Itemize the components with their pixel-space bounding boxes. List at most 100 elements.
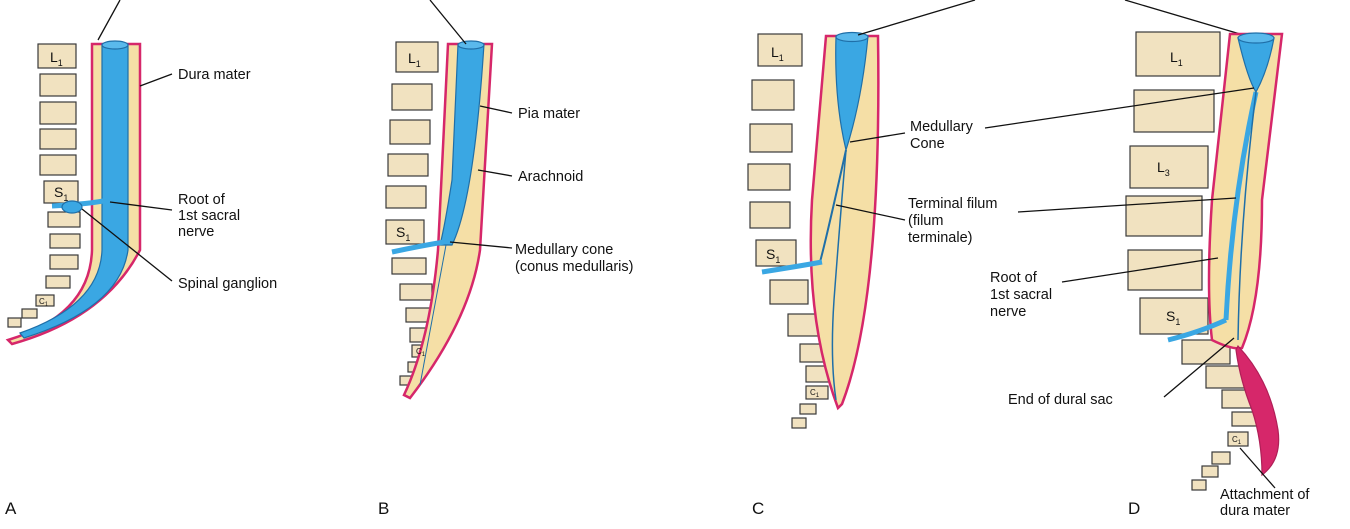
sacral-nerve-root-b: [391, 239, 445, 255]
vertebra: [1133, 89, 1215, 133]
vertebra-label-l1-a: L1: [50, 49, 63, 68]
vertebral-column-a: [7, 43, 81, 328]
spinal-ganglion-a: [61, 200, 83, 214]
vertebra: [391, 257, 427, 275]
leader: [449, 241, 513, 249]
vertebra: [385, 185, 427, 209]
vertebra-l3-d: [1129, 145, 1209, 189]
cord-cross-section-b: [457, 40, 485, 50]
vertebra-label-c1-b: C1: [416, 347, 426, 358]
vertebra: [1191, 479, 1207, 491]
label-end-of-dural-sac: End of dural sac: [1008, 392, 1113, 408]
panel-letter-a: A: [5, 499, 17, 518]
vertebra: [1211, 451, 1231, 465]
vertebra-s1-c: [755, 239, 797, 267]
label-root-sacral-nerve-d-2: 1st sacral: [990, 287, 1052, 303]
panel-c: L1 S1 C1 Medullary Cone Terminal filum (…: [747, 0, 1241, 518]
vertebra: [391, 83, 433, 111]
vertebra: [21, 308, 38, 319]
vertebra-label-s1-b: S1: [396, 224, 410, 243]
vertebra-s1-b: [385, 219, 425, 245]
vertebral-column-b: [385, 41, 439, 386]
panel-b: L1 S1 C1 Pia mater Arachnoid Medullary c…: [378, 0, 633, 518]
cord-cross-section-a: [101, 40, 129, 50]
vertebra: [47, 211, 81, 228]
leader: [81, 208, 173, 282]
vertebra: [7, 317, 22, 328]
vertebra: [49, 254, 79, 270]
vertebra: [747, 163, 791, 191]
leader: [835, 204, 906, 221]
vertebra-label-l3-d: L3: [1157, 159, 1170, 178]
vertebra-c1-a: [35, 294, 55, 307]
leader: [479, 105, 513, 114]
leader: [1124, 0, 1241, 35]
label-medullary-cone-b-2: (conus medullaris): [515, 259, 633, 275]
panel-d: L1 L3 S1 C1 Root of 1st sacral nerve End…: [984, 31, 1310, 519]
leader: [139, 73, 173, 87]
vertebra: [39, 128, 77, 150]
leader: [1239, 447, 1276, 489]
vertebra: [749, 123, 793, 153]
leader: [1163, 337, 1235, 398]
sacral-nerve-root-c: [761, 259, 823, 275]
vertebra: [45, 275, 71, 289]
vertebra: [389, 119, 431, 145]
filum-terminale-c: [831, 149, 847, 401]
label-pia-mater: Pia mater: [518, 106, 580, 122]
vertebra-c1-d: [1227, 431, 1249, 447]
filum-of-dura-d: [1235, 344, 1280, 477]
vertebra: [39, 154, 77, 176]
vertebra: [749, 201, 791, 229]
sacral-nerve-root-d: [1167, 317, 1228, 343]
leader: [1061, 257, 1219, 283]
panel-letter-b: B: [378, 499, 389, 518]
vertebra-label-c1-a: C1: [39, 297, 49, 308]
vertebra-l1-d: [1135, 31, 1221, 77]
vertebra: [799, 403, 817, 415]
label-terminal-filum-2: (filum: [908, 213, 943, 229]
label-terminal-filum-3: terminale): [908, 230, 972, 246]
leader: [857, 0, 976, 36]
label-root-sacral-nerve-a-2: 1st sacral: [178, 208, 240, 224]
vertebra-label-s1-d: S1: [1166, 308, 1180, 327]
vertebra: [39, 101, 77, 125]
panel-a: L1 S1 C1 Dura mater Root of 1st sacral n…: [5, 0, 277, 518]
vertebra-l1-a: [37, 43, 77, 69]
label-spinal-ganglion: Spinal ganglion: [178, 276, 277, 292]
vertebra-label-c1-d: C1: [1232, 435, 1242, 446]
vertebral-column-c: [747, 33, 833, 429]
vertebra-l1-c: [757, 33, 803, 67]
label-arachnoid: Arachnoid: [518, 169, 583, 185]
vertebra: [791, 417, 807, 429]
label-dura-mater: Dura mater: [178, 67, 251, 83]
leader: [429, 0, 467, 45]
label-root-sacral-nerve-d-3: nerve: [990, 304, 1026, 320]
spinal-cord-a: [19, 43, 129, 339]
spinal-cord-b: [439, 43, 485, 246]
vertebra-label-l1-b: L1: [408, 50, 421, 69]
vertebra: [1201, 465, 1219, 478]
nerve-roots-d: [1223, 91, 1259, 321]
vertebra-label-c1-c: C1: [810, 388, 820, 399]
filum-b: [419, 244, 447, 386]
vertebra-label-l1-d: L1: [1170, 49, 1183, 68]
leader: [1017, 197, 1237, 213]
filum-terminale-d: [1237, 91, 1257, 341]
label-medullary-cone-c-1: Medullary: [910, 119, 974, 135]
label-attachment-dura-2: dura mater: [1220, 503, 1290, 519]
spinal-cord-c: [835, 35, 869, 153]
vertebra: [399, 283, 433, 301]
label-medullary-cone-c-2: Cone: [910, 136, 945, 152]
label-attachment-dura-1: Attachment of: [1220, 487, 1310, 503]
panel-letter-d: D: [1128, 499, 1140, 518]
sacral-nerve-root-a: [51, 197, 109, 209]
label-terminal-filum-1: Terminal filum: [908, 196, 997, 212]
leader: [109, 201, 173, 211]
label-medullary-cone-b-1: Medullary cone: [515, 242, 613, 258]
leader: [477, 169, 513, 177]
dura-sac-c: [809, 34, 880, 411]
vertebra-l1-b: [395, 41, 439, 73]
